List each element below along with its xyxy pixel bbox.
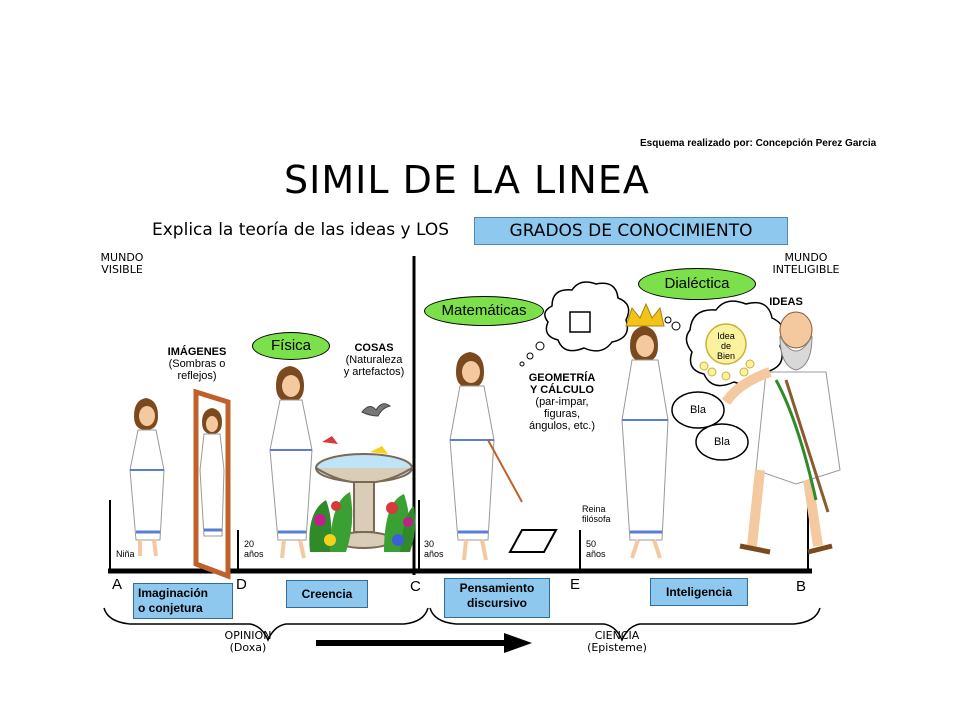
grade-creencia: Creencia (286, 580, 368, 608)
bla-bubble-1: Bla (690, 404, 706, 416)
geometria-line2: figuras, (543, 408, 581, 420)
age-50-label: 50 años (586, 539, 606, 559)
reina-filosofa-label: Reina filósofa (582, 504, 611, 524)
figure-nina (129, 398, 165, 557)
cosas-title: COSAS (354, 342, 394, 354)
mundo-visible-line2: VISIBLE (101, 263, 143, 276)
figure-plato (721, 311, 841, 555)
grados-conocimiento-box: GRADOS DE CONOCIMIENTO (474, 217, 788, 245)
nina-label: Niña (116, 549, 135, 559)
figure-20-anos (269, 366, 313, 559)
grade-inteligencia: Inteligencia (650, 578, 748, 606)
mundo-visible-label: MUNDO VISIBLE (92, 252, 152, 276)
idea-bien-label: Idea de Bien (712, 331, 740, 361)
progress-arrow-head (504, 633, 532, 653)
imagenes-label: IMÁGENES (Sombras o reflejos) (158, 346, 236, 382)
figure-reina-filosofa (621, 302, 669, 559)
opinion-label: OPINION (Doxa) (220, 630, 276, 654)
mundo-inteligible-line1: MUNDO (784, 251, 828, 264)
mirror (193, 388, 231, 580)
author-credit: Esquema realizado por: Concepción Perez … (640, 138, 877, 149)
fisica-pill: Física (252, 332, 330, 360)
mundo-inteligible-line2: INTELIGIBLE (772, 263, 840, 276)
reina-line1: Reina (582, 504, 606, 514)
cosas-label: COSAS (Naturaleza y artefactos) (336, 342, 412, 378)
thought-cloud-square (519, 281, 630, 367)
ciencia-label: CIENCIA (Episteme) (580, 630, 654, 654)
point-c: C (410, 578, 421, 595)
geometria-line1: (par-impar, (535, 396, 589, 408)
point-e: E (570, 576, 581, 593)
mundo-visible-line1: MUNDO (100, 251, 144, 264)
matematicas-pill: Matemáticas (424, 296, 544, 326)
point-a: A (112, 576, 123, 593)
age-20-num: 20 (244, 539, 255, 549)
opinion-line1: OPINION (224, 629, 272, 642)
opinion-line2: (Doxa) (229, 641, 267, 654)
imagenes-line1: (Sombras o (168, 358, 226, 370)
opinion-brace (103, 607, 429, 642)
geometria-title2: Y CÁLCULO (530, 384, 594, 396)
thought-cloud-idea-bien (664, 300, 785, 387)
age-30-label: 30 años (424, 539, 444, 559)
geometric-shape (508, 529, 558, 553)
cosas-line1: (Naturaleza (345, 354, 403, 366)
pensamiento-line2: discursivo (466, 596, 528, 610)
figure-30-anos (449, 352, 523, 561)
ideas-label: IDEAS (769, 296, 803, 308)
imagenes-title: IMÁGENES (167, 346, 227, 358)
idea-bien-line1: Idea (717, 331, 735, 341)
age-30-num: 30 (424, 539, 435, 549)
cosas-line2: y artefactos) (343, 366, 405, 378)
age-20-label: 20 años (244, 539, 264, 559)
pensamiento-line1: Pensamiento (459, 581, 535, 595)
page-title: SIMIL DE LA LINEA (284, 158, 650, 202)
ciencia-line1: CIENCIA (594, 629, 640, 642)
grade-imaginacion: Imaginación o conjetura (133, 583, 233, 619)
mundo-inteligible-label: MUNDO INTELIGIBLE (764, 252, 848, 276)
grade-pensamiento-discursivo: Pensamiento discursivo (444, 578, 550, 618)
subtitle: Explica la teoría de las ideas y LOS (152, 220, 450, 240)
geometria-label: GEOMETRÍA Y CÁLCULO (par-impar, figuras,… (518, 372, 606, 432)
idea-bien-line3: Bien (716, 351, 735, 361)
age-20-unit: años (244, 549, 264, 559)
fountain-with-flowers (309, 436, 416, 552)
speech-bubbles (671, 391, 749, 461)
imagenes-line2: reflejos) (177, 370, 217, 382)
point-d: D (236, 576, 247, 593)
point-b: B (796, 578, 807, 595)
age-50-num: 50 (586, 539, 597, 549)
ciencia-brace (429, 607, 821, 642)
imaginacion-line1: Imaginación (138, 586, 209, 600)
idea-bien-line2: de (720, 341, 731, 351)
ciencia-line2: (Episteme) (587, 641, 647, 654)
geometria-line3: ángulos, etc.) (528, 420, 596, 432)
imaginacion-line2: o conjetura (138, 601, 203, 615)
geometria-title1: GEOMETRÍA (528, 372, 596, 384)
age-30-unit: años (424, 549, 444, 559)
dialectica-pill: Dialéctica (638, 268, 756, 300)
bla-bubble-2: Bla (714, 436, 730, 448)
bird-gray-icon (361, 403, 392, 417)
age-50-unit: años (586, 549, 606, 559)
reina-line2: filósofa (582, 514, 611, 524)
